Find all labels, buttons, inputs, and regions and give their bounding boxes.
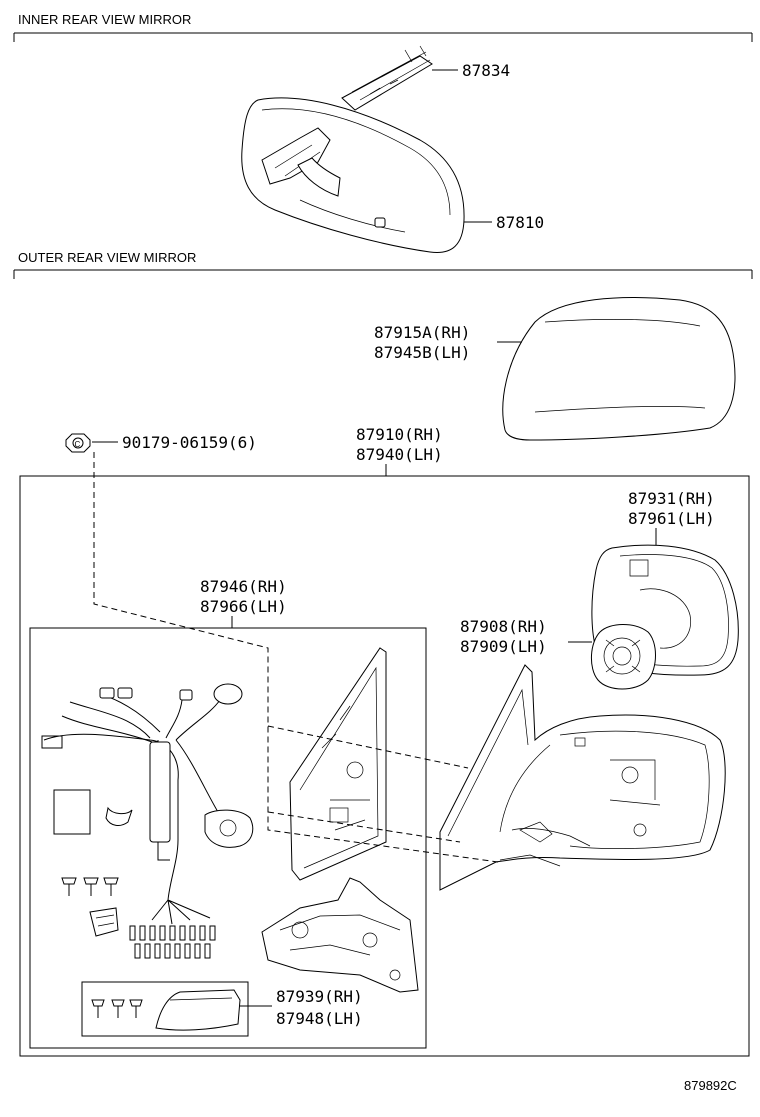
- part-87946-label: 87946(RH): [200, 577, 287, 596]
- part-87915A-label: 87915A(RH): [374, 323, 470, 342]
- part-87966-label: 87966(LH): [200, 597, 287, 616]
- mirror-housing-drawing: [439, 664, 726, 891]
- assembly-dashed-lines: [93, 452, 499, 863]
- screws-set-b: [91, 999, 143, 1018]
- part-87931-label: 87931(RH): [628, 489, 715, 508]
- actuator-drawing: [591, 624, 656, 690]
- terminal-pins: [129, 925, 216, 959]
- part-87945B-label: 87945B(LH): [374, 343, 470, 362]
- inner-mirror-drawing: [241, 45, 465, 254]
- clip-90179: C: [65, 433, 91, 453]
- mirror-base-drawing: [289, 647, 387, 881]
- part-87810-label: 87810: [496, 213, 544, 232]
- motor-bracket-drawing: [261, 877, 419, 993]
- part-87961-label: 87961(LH): [628, 509, 715, 528]
- part-87834-label: 87834: [462, 61, 510, 80]
- part-87948-label: 87948(LH): [276, 1009, 363, 1028]
- outer-section-title: OUTER REAR VIEW MIRROR: [18, 250, 196, 265]
- connector-block: [89, 907, 119, 937]
- part-87910-label: 87910(RH): [356, 425, 443, 444]
- part-90179-label: 90179-06159(6): [122, 433, 257, 452]
- inner-section-title: INNER REAR VIEW MIRROR: [18, 12, 191, 27]
- clip-symbol: C: [75, 440, 81, 449]
- small-parts-box: [81, 981, 249, 1037]
- mirror-cover-drawing: [502, 297, 736, 441]
- diagram-code: 879892C: [684, 1078, 737, 1093]
- part-87909-label: 87909(LH): [460, 637, 547, 656]
- wire-harness-drawing: [41, 683, 254, 959]
- part-87908-label: 87908(RH): [460, 617, 547, 636]
- part-87939-label: 87939(RH): [276, 987, 363, 1006]
- screws-set-a: [61, 877, 119, 896]
- assembly-87910-box: [19, 475, 750, 1057]
- part-87940-label: 87940(LH): [356, 445, 443, 464]
- cover-plate-drawing: [155, 989, 241, 1031]
- harness-87946-box: [29, 627, 427, 1049]
